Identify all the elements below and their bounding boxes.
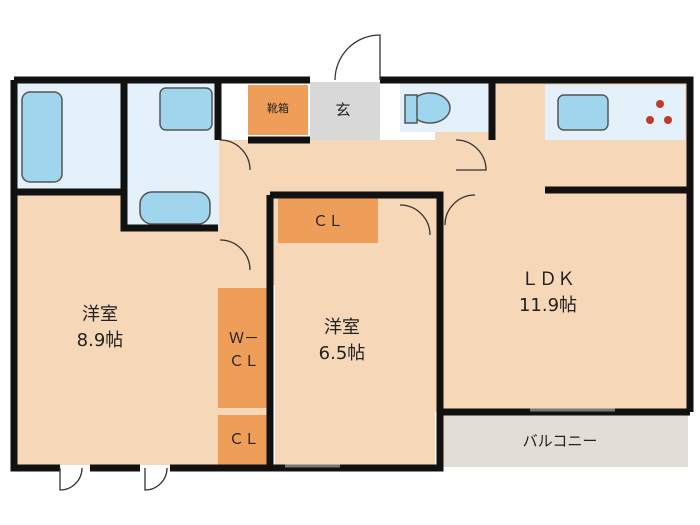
stove-burner-icon xyxy=(664,116,672,124)
closet-top-label: ＣＬ xyxy=(313,212,343,230)
room-western-2-name: 洋室 xyxy=(324,317,360,338)
stove-burner-icon xyxy=(646,116,654,124)
closet-bottom xyxy=(218,415,270,465)
walk-in-closet xyxy=(218,288,270,408)
stove-burner-icon xyxy=(656,100,664,108)
door-arcs xyxy=(59,34,487,491)
sink-icon xyxy=(139,191,211,225)
walk-in-closet-label-line1: Ｗ－ xyxy=(229,329,259,347)
ldk-size: 11.9帖 xyxy=(519,295,577,316)
walk-in-closet-label-line2: ＣＬ xyxy=(229,352,259,370)
balcony-floor xyxy=(440,412,688,467)
washing-machine-icon xyxy=(159,87,213,131)
entrance-floor xyxy=(310,82,380,140)
closet-bottom-label: ＣＬ xyxy=(229,430,259,448)
balcony-label: バルコニー xyxy=(523,432,598,450)
closet-top xyxy=(278,198,378,243)
walls xyxy=(10,76,694,472)
toilet-tank-icon xyxy=(404,94,418,124)
bathtub-icon xyxy=(21,91,63,183)
entrance-label: 玄 xyxy=(335,101,350,119)
room-western-1-size: 8.9帖 xyxy=(77,330,124,351)
shoe-box-label: 靴箱 xyxy=(267,101,289,115)
ldk-name: ＬＤＫ xyxy=(521,269,575,290)
kitchen-sink-icon xyxy=(557,94,609,131)
room-western-1-name: 洋室 xyxy=(82,304,118,325)
room-western-2-size: 6.5帖 xyxy=(319,343,366,364)
shoe-box xyxy=(248,85,308,135)
